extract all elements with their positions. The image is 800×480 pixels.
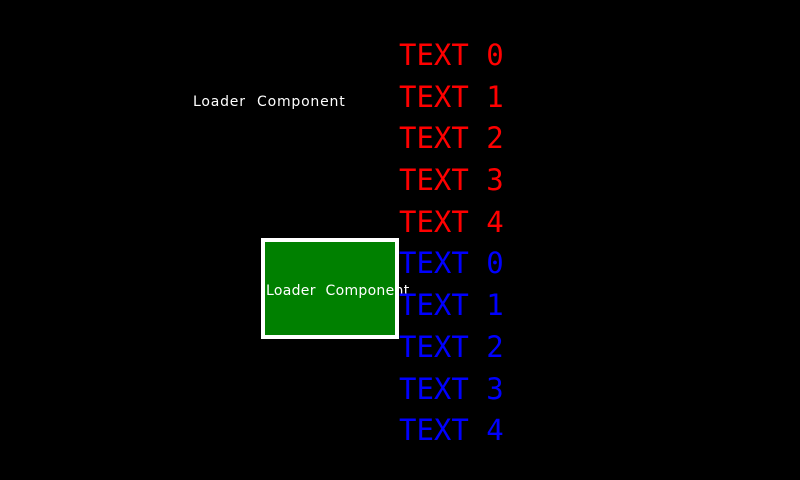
loader-component-box-label: Loader Component bbox=[266, 283, 410, 299]
text-label-blue-4: TEXT 4 bbox=[399, 413, 504, 448]
text-label-blue-1: TEXT 1 bbox=[399, 288, 504, 323]
text-label-blue-2: TEXT 2 bbox=[399, 329, 504, 364]
text-label-red-4: TEXT 4 bbox=[399, 204, 504, 239]
text-label-red-1: TEXT 1 bbox=[399, 79, 504, 114]
loader-component-label: Loader Component bbox=[193, 94, 346, 110]
text-label-blue-3: TEXT 3 bbox=[399, 371, 504, 406]
text-label-blue-0: TEXT 0 bbox=[399, 246, 504, 281]
text-label-red-2: TEXT 2 bbox=[399, 121, 504, 156]
text-label-red-3: TEXT 3 bbox=[399, 163, 504, 198]
text-label-red-0: TEXT 0 bbox=[399, 38, 504, 72]
text-label-column: TEXT 0 TEXT 1 TEXT 2 TEXT 3 TEXT 4 TEXT … bbox=[399, 35, 504, 452]
loader-component-box: Loader Component bbox=[261, 238, 409, 339]
